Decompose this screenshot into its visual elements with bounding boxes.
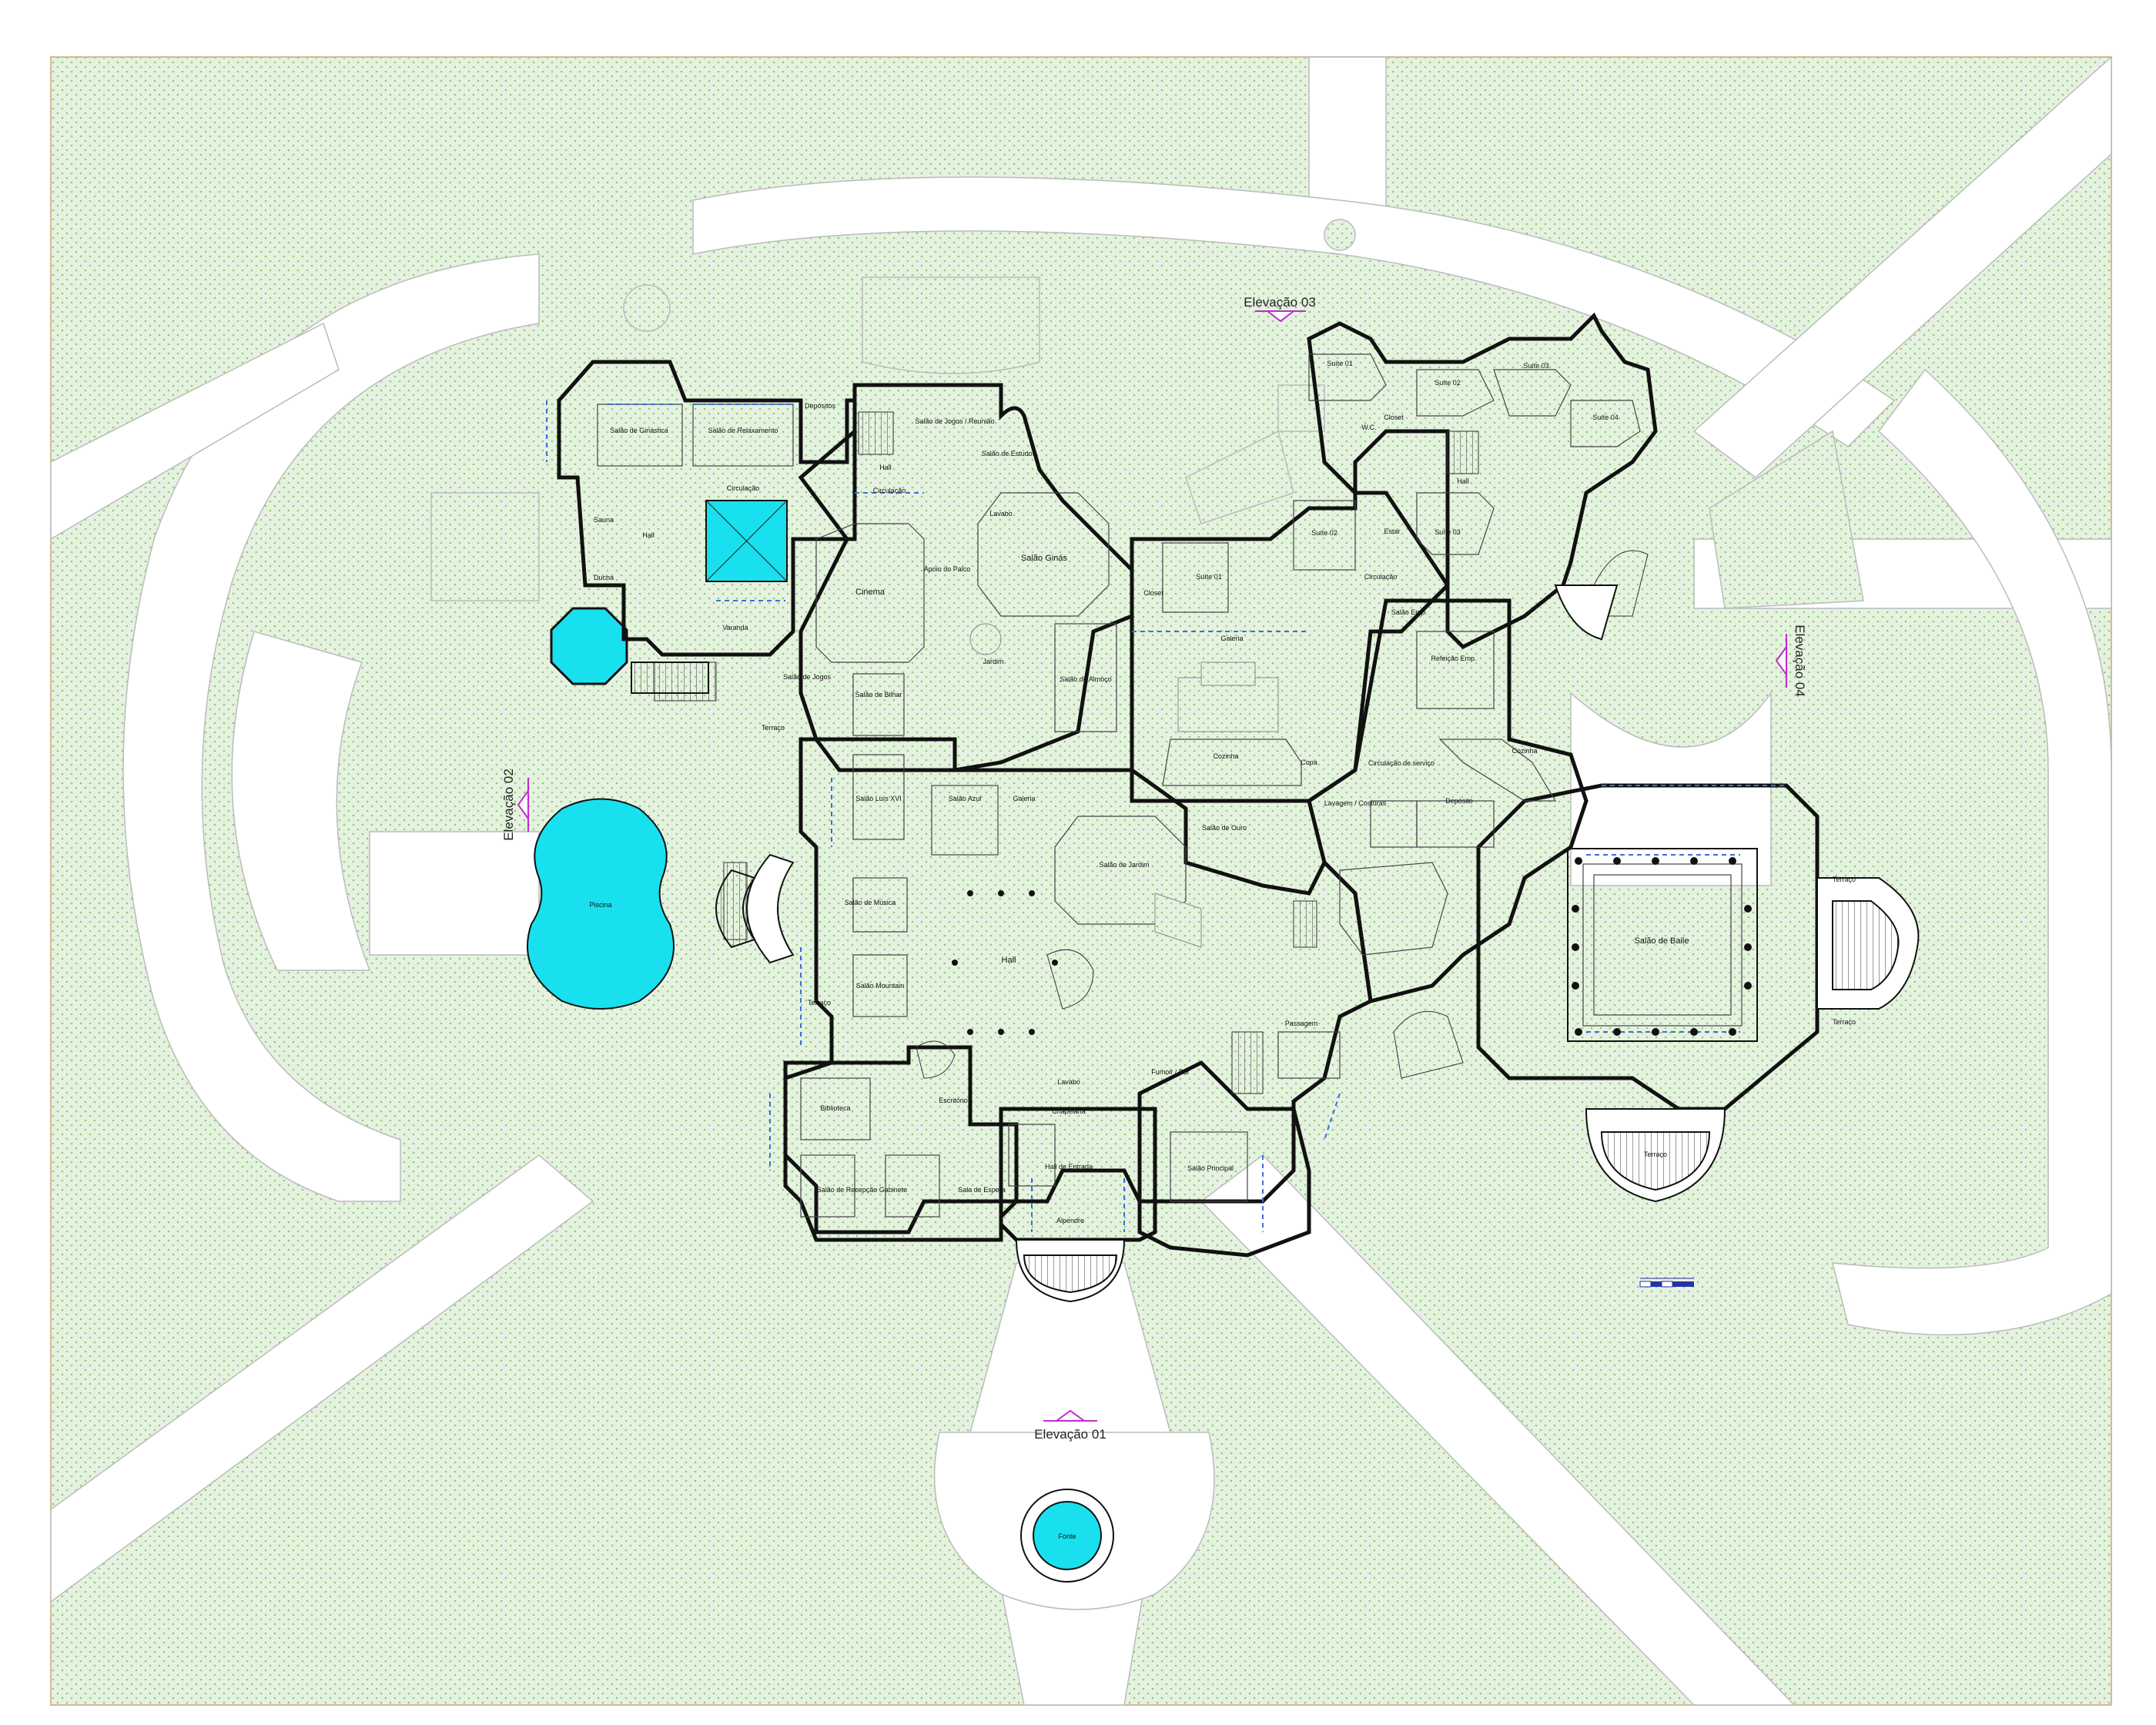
label-terraco-s: Terraço — [1644, 1151, 1667, 1158]
label-jardim-inverno: Salão de Jardim — [1099, 861, 1149, 869]
terraces — [631, 584, 1920, 1303]
label-apoio: Apoio do Palco — [924, 565, 971, 573]
building — [557, 312, 1820, 1258]
label-galeria-a: Galeria — [1013, 795, 1035, 802]
inner-gardens — [969, 623, 1279, 948]
elevation-marker-02: Elevação 02 — [501, 769, 529, 841]
fountain-label: Fonte — [1058, 1532, 1076, 1540]
label-wc: W.C. — [1361, 424, 1377, 431]
label-ginasio: Salão Ginás — [1021, 554, 1067, 563]
label-escritorio: Escritório — [939, 1097, 968, 1104]
landscape-islands — [430, 219, 1864, 609]
label-suite-emp: Salão Emp. — [1391, 608, 1428, 616]
label-hall-spa: Hall — [642, 531, 654, 539]
label-jardim-central: Jardim — [983, 658, 1003, 665]
elevation-label-02: Elevação 02 — [501, 769, 516, 841]
label-ducha: Ducha — [594, 574, 614, 581]
label-baile: Salão de Baile — [1635, 936, 1689, 946]
label-copa: Copa — [1301, 759, 1317, 766]
label-terraco-e1: Terraço — [1833, 876, 1856, 883]
label-biblioteca: Biblioteca — [820, 1104, 850, 1112]
label-cozinha: Cozinha — [1213, 752, 1238, 760]
room-labels: Salão de Ginástica Salão de Relaxamento … — [594, 360, 1856, 1224]
label-azul: Salão Azul — [949, 795, 982, 802]
label-espera: Sala de Espera — [958, 1186, 1006, 1194]
label-cozinha-e: Cozinha — [1512, 747, 1537, 755]
label-passagem: Passagem — [1285, 1020, 1318, 1027]
hall-columns — [952, 890, 1058, 1035]
label-chapelaria: Chapelaria — [1052, 1107, 1086, 1115]
main-pool — [527, 798, 675, 1010]
water-features: Piscina Fonte — [527, 500, 1114, 1583]
label-recepcao: Salão de Recepção — [817, 1186, 878, 1194]
interior-walls — [597, 353, 1641, 1218]
label-lavabo-c: Lavabo — [1057, 1078, 1080, 1086]
label-relaxamento: Salão de Relaxamento — [708, 427, 778, 434]
driveways — [50, 55, 2112, 1706]
ballroom-columns — [1572, 857, 1752, 1036]
label-mountain: Salão Mountain — [856, 982, 905, 990]
elevation-label-03: Elevação 03 — [1244, 295, 1316, 310]
label-hall-top: Hall — [879, 464, 892, 471]
label-gabinete: Gabinete — [879, 1186, 908, 1194]
scale-bar — [1639, 1278, 1694, 1288]
label-suite-02: Suíte 02 — [1311, 529, 1337, 537]
label-suite-e2: Suíte 02 — [1435, 379, 1461, 387]
spa-pool — [550, 607, 628, 685]
label-ouro: Salão de Ouro — [1202, 824, 1247, 832]
label-suite-e4: Suíte 04 — [1592, 414, 1619, 421]
label-circulacao-b: Circulação — [873, 487, 906, 494]
label-closet-e: Closet — [1384, 414, 1404, 421]
elevation-label-04: Elevação 04 — [1793, 625, 1807, 697]
label-deposito-a: Depósito — [1445, 797, 1473, 805]
fountain — [1020, 1489, 1114, 1583]
label-closet-a: Closet — [1143, 589, 1163, 597]
label-estudos: Salão de Estudos — [982, 450, 1036, 457]
label-principal: Salão Principal — [1187, 1164, 1234, 1172]
elevation-marker-04: Elevação 04 — [1775, 625, 1807, 697]
label-suite-e1: Suíte 01 — [1327, 360, 1353, 367]
label-suite01: Suíte 01 — [1196, 573, 1222, 581]
elevation-markers: Elevação 01 Elevação 02 Elevação 03 Elev… — [501, 295, 1807, 1442]
label-galeria-b: Galeria — [1220, 635, 1243, 642]
label-lavanderia: Lavagem / Costuras — [1324, 799, 1387, 807]
label-suite-03: Suíte 03 — [1435, 528, 1461, 536]
windows — [546, 400, 1786, 1232]
label-hall-entrada: Hall de Entrada — [1045, 1163, 1093, 1171]
label-jantar-bar: Fumoir / Bar — [1151, 1068, 1190, 1076]
label-suite-e3: Suíte 03 — [1523, 362, 1549, 370]
label-ginastica: Salão de Ginástica — [610, 427, 668, 434]
label-alpendre: Alpendre — [1056, 1217, 1084, 1224]
label-lavabo-top: Lavabo — [989, 510, 1013, 518]
label-estar: Estar — [1384, 528, 1400, 535]
label-sauna: Sauna — [594, 516, 614, 524]
label-circulacao-a: Circulação — [727, 484, 760, 492]
label-terraco-w: Terraço — [762, 724, 785, 732]
elevation-label-01: Elevação 01 — [1034, 1427, 1106, 1442]
label-terraco-w2: Terraço — [808, 999, 831, 1007]
label-circ-servico: Circulação de serviço — [1368, 759, 1435, 767]
label-depositos: Depósitos — [805, 402, 836, 410]
label-terraco-e2: Terraço — [1833, 1018, 1856, 1026]
label-jogos: Salão de Jogos — [783, 673, 832, 681]
pool-label: Piscina — [589, 901, 611, 909]
label-refeicao: Refeição Emp. — [1431, 655, 1476, 662]
label-circulacao-e: Circulação — [1364, 573, 1398, 581]
label-estar-intimo: Salão de Almoço — [1060, 675, 1112, 683]
label-hall-e: Hall — [1457, 477, 1469, 485]
label-musica: Salão de Música — [845, 899, 896, 906]
label-bilhar: Salão de Bilhar — [855, 691, 902, 698]
label-hall-central: Hall — [1002, 956, 1016, 965]
label-luis-xvi: Salão Luís XVI — [855, 795, 902, 802]
label-cinema: Cinema — [855, 588, 886, 597]
label-varanda: Varanda — [722, 624, 748, 631]
ballroom-outline — [1476, 783, 1820, 1111]
elevation-marker-01: Elevação 01 — [1034, 1409, 1106, 1442]
label-reuniao: Salão de Jogos / Reunião — [915, 417, 994, 425]
elevation-marker-03: Elevação 03 — [1244, 295, 1316, 323]
